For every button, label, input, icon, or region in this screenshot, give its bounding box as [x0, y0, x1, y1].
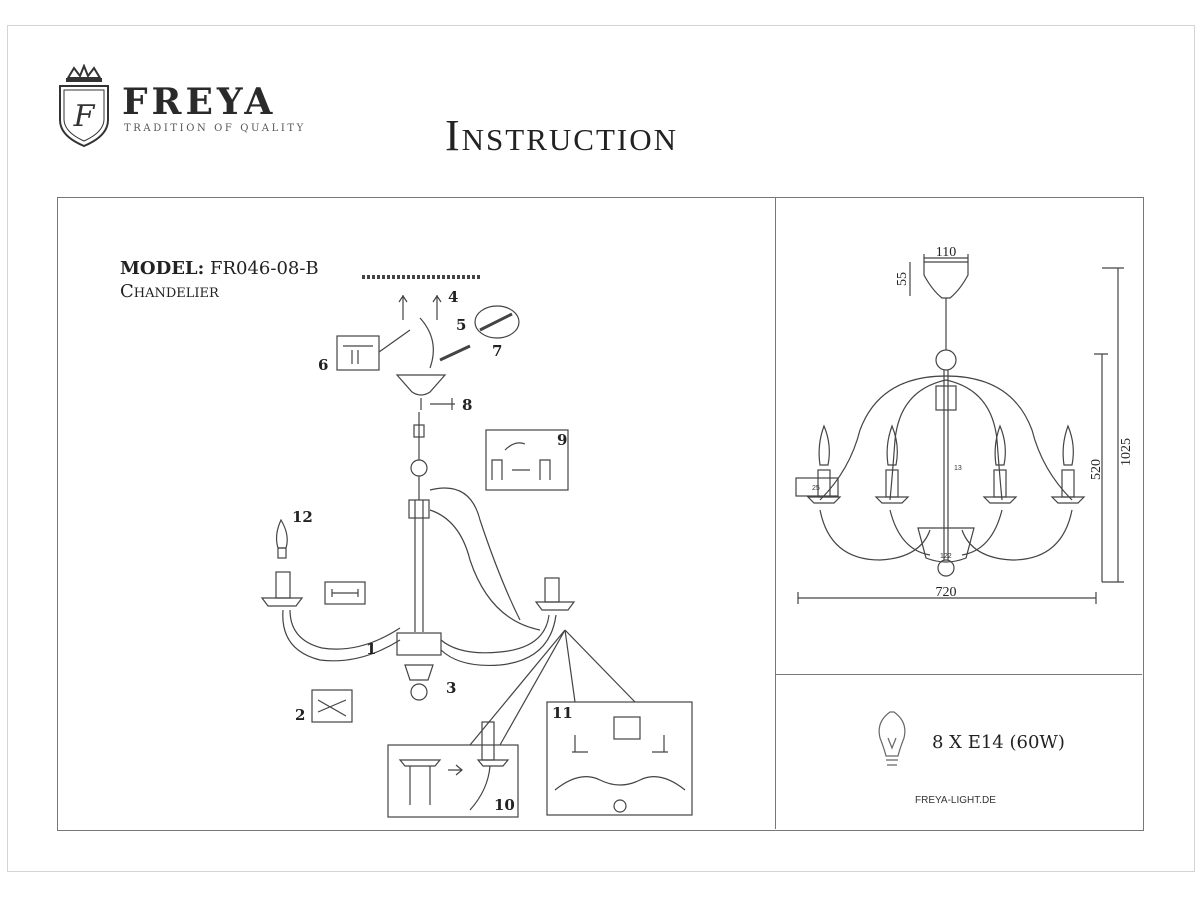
dim-bowl: 122	[940, 553, 952, 560]
step-4: 4	[448, 288, 458, 306]
brand-name: FREYA	[122, 81, 277, 123]
light-bulb-icon	[878, 711, 906, 766]
bulb-spec: 8 X E14 (60W)	[932, 732, 1065, 753]
website: FREYA-LIGHT.DE	[915, 795, 996, 806]
step-10: 10	[494, 796, 515, 814]
horizontal-divider	[775, 674, 1142, 675]
dim-canopy-height: 55	[895, 272, 910, 286]
logo-letter: F	[73, 99, 96, 134]
step-5: 5	[456, 316, 466, 334]
step-3: 3	[446, 679, 456, 697]
dimension-drawing	[795, 254, 1124, 604]
model-type: Chandelier	[120, 280, 219, 302]
dim-body-height: 520	[1089, 459, 1104, 480]
vertical-divider	[775, 197, 776, 829]
dim-cup: 25	[812, 485, 820, 492]
step-11: 11	[552, 704, 573, 722]
dim-canopy-width: 110	[936, 245, 956, 260]
step-7: 7	[492, 342, 502, 360]
step-1: 1	[366, 640, 376, 658]
content-frame	[57, 197, 1144, 831]
step-2: 2	[295, 706, 305, 724]
step-6: 6	[318, 356, 328, 374]
step-12: 12	[292, 508, 313, 526]
dim-width: 720	[936, 585, 957, 600]
crest-logo-icon: F	[59, 64, 109, 148]
model-code: FR046-08-B	[209, 258, 319, 279]
model-block: MODEL: FR046-08-B Chandelier	[120, 258, 319, 303]
dim-rod: 13	[954, 465, 962, 472]
step-8: 8	[462, 396, 472, 414]
model-label: MODEL:	[120, 258, 205, 279]
brand-tagline: TRADITION OF QUALITY	[124, 123, 306, 134]
page-border	[7, 25, 1195, 872]
step-9: 9	[557, 431, 567, 449]
dim-overall-height: 1025	[1119, 438, 1134, 466]
page-title: Instruction	[445, 111, 678, 160]
